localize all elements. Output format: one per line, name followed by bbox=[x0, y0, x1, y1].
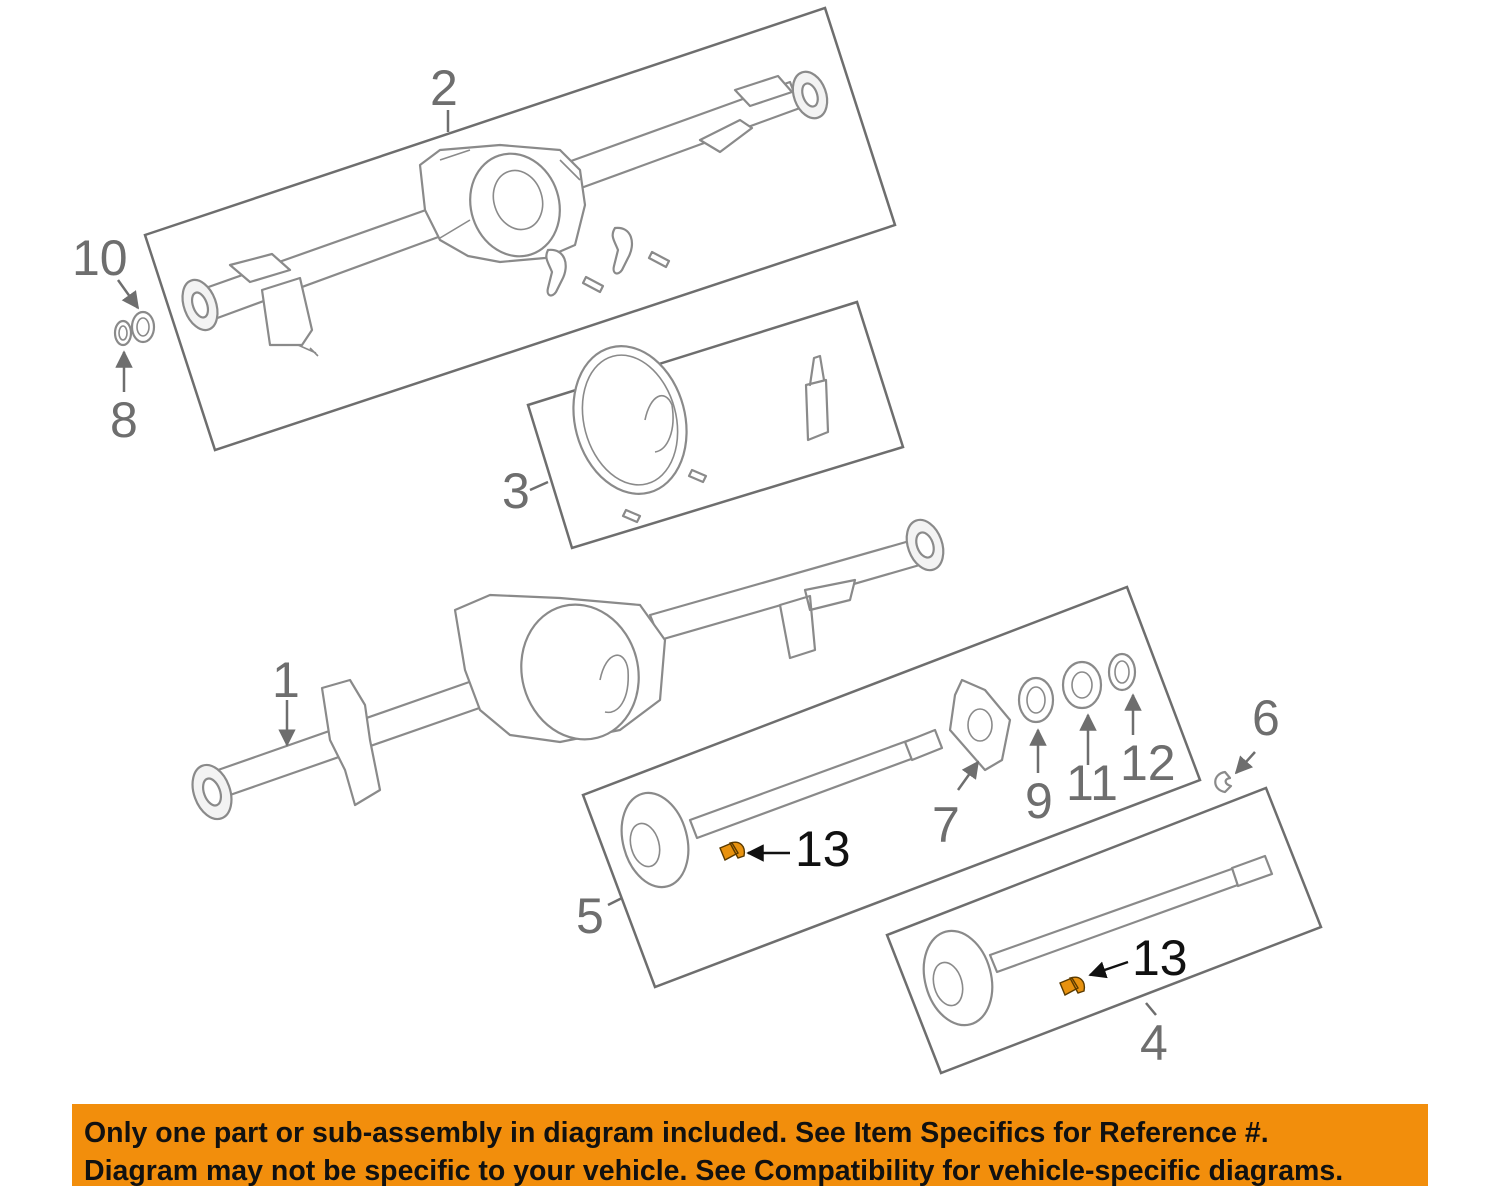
callout-13b: 13 bbox=[1132, 930, 1188, 986]
callout-1: 1 bbox=[272, 652, 300, 708]
left-shaft-frame bbox=[581, 585, 1202, 989]
bearing-11-inner bbox=[1071, 671, 1093, 699]
callout-numbers: 2 10 8 3 1 7 9 11 12 6 5 4 13 13 bbox=[72, 60, 1280, 1071]
axle-carrier-cover bbox=[520, 603, 640, 741]
shaft-seal-9 bbox=[1017, 676, 1055, 724]
cap-bolt-2 bbox=[647, 250, 671, 269]
diff-cover-rim bbox=[581, 354, 679, 486]
washer-8-hole bbox=[118, 325, 128, 341]
axle-perch-right bbox=[778, 578, 857, 660]
callout-3: 3 bbox=[502, 463, 530, 519]
washer-8 bbox=[113, 319, 133, 347]
washer-10 bbox=[130, 310, 156, 344]
shaft-seal-9-inner bbox=[1026, 686, 1046, 714]
bearing-cap-2 bbox=[611, 226, 633, 275]
axle-flange-left-inner bbox=[201, 777, 223, 807]
retainer-plate-hole bbox=[967, 708, 993, 742]
leader-13b bbox=[1088, 960, 1129, 979]
left-shaft-splines bbox=[903, 728, 944, 762]
callout-11: 11 bbox=[1066, 755, 1118, 811]
wheel-stud-13b bbox=[1059, 976, 1086, 996]
washer-group bbox=[113, 310, 156, 347]
flange-right-inner bbox=[801, 82, 819, 108]
leader-4 bbox=[1145, 1002, 1157, 1016]
cover-kit-frame bbox=[526, 300, 905, 550]
callout-12: 12 bbox=[1120, 735, 1176, 791]
carrier-rib bbox=[439, 149, 581, 239]
right-shaft-hub bbox=[932, 961, 964, 1007]
bearing-11 bbox=[1061, 660, 1103, 710]
spring-perch-right bbox=[698, 74, 794, 154]
cap-bolt-1 bbox=[581, 275, 605, 294]
retainer-plate bbox=[948, 678, 1012, 772]
callout-7: 7 bbox=[932, 797, 960, 853]
carrier-opening bbox=[469, 152, 561, 258]
cover-kit-group bbox=[526, 300, 905, 550]
housing-assembly-group bbox=[143, 6, 897, 452]
left-shaft-group bbox=[581, 585, 1202, 989]
sealant-tube bbox=[804, 354, 830, 442]
disclaimer-line-1: Only one part or sub-assembly in diagram… bbox=[84, 1117, 1269, 1149]
callout-8: 8 bbox=[110, 392, 138, 448]
left-shaft-flange bbox=[620, 791, 690, 889]
callout-9: 9 bbox=[1025, 773, 1053, 829]
cover-bolt-1 bbox=[687, 468, 708, 484]
callout-2: 2 bbox=[430, 60, 458, 116]
housing-frame bbox=[143, 6, 897, 452]
axle-carrier-bulge bbox=[599, 654, 629, 714]
left-shaft-hub bbox=[629, 822, 661, 868]
right-shaft-frame bbox=[885, 786, 1323, 1075]
right-shaft-flange bbox=[922, 929, 994, 1027]
ring-12 bbox=[1107, 652, 1137, 692]
leader-3 bbox=[529, 480, 549, 492]
right-shaft-splines bbox=[1230, 854, 1274, 888]
leader-5 bbox=[607, 896, 623, 907]
leader-7 bbox=[956, 760, 980, 791]
ring-12-inner bbox=[1114, 660, 1130, 684]
wheel-stud-13a bbox=[719, 841, 746, 861]
washer-10-hole bbox=[136, 317, 150, 337]
diff-cover-bulge bbox=[644, 394, 674, 453]
callout-10: 10 bbox=[72, 230, 128, 286]
disclaimer-banner: Only one part or sub-assembly in diagram… bbox=[72, 1104, 1428, 1187]
callout-6: 6 bbox=[1252, 690, 1280, 746]
callout-4: 4 bbox=[1140, 1015, 1168, 1071]
flange-left-inner bbox=[190, 291, 210, 319]
leader-10 bbox=[116, 279, 140, 310]
right-shaft-group bbox=[885, 786, 1323, 1075]
right-shaft bbox=[988, 864, 1248, 974]
leader-lines bbox=[115, 110, 1256, 1016]
axle-flange-right-inner bbox=[915, 531, 935, 559]
callout-13a: 13 bbox=[795, 821, 851, 877]
c-lock-6 bbox=[1214, 770, 1233, 794]
axle-perch-left bbox=[320, 678, 382, 807]
cover-bolt-2 bbox=[621, 508, 642, 524]
disclaimer-line-2: Diagram may not be specific to your vehi… bbox=[84, 1155, 1344, 1187]
bearing-cap-1 bbox=[545, 248, 567, 297]
spring-perch-left bbox=[228, 252, 314, 347]
carrier-opening-inner bbox=[492, 169, 544, 231]
callout-5: 5 bbox=[576, 888, 604, 944]
axle-assembly-group bbox=[191, 518, 945, 821]
diff-cover bbox=[572, 345, 688, 495]
vent-stud bbox=[297, 344, 319, 357]
leader-6 bbox=[1234, 751, 1256, 775]
